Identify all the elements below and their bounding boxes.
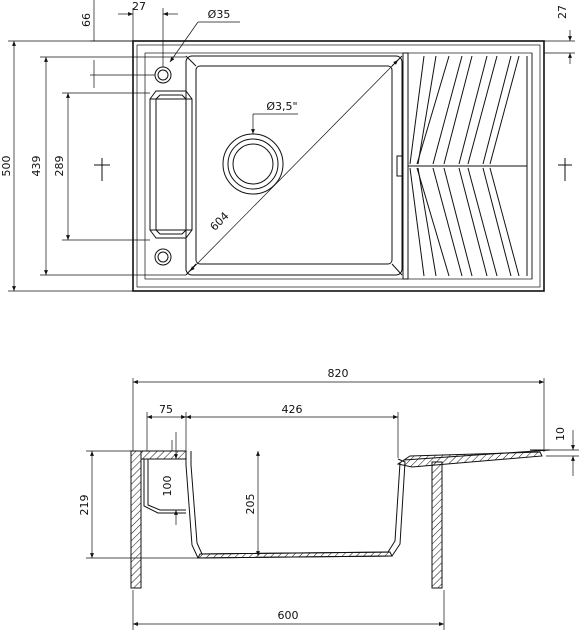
dim-75-label: 75 [159,403,173,416]
side-view: 820 75 426 10 219 100 205 600 [78,367,579,630]
top-view: 500 439 289 66 27 Ø35 [0,0,575,292]
drain-top [222,133,284,195]
dim-66-label: 66 [80,13,93,27]
dim-600-label: 600 [278,609,299,622]
dim-10-label: 10 [554,427,567,441]
dim-439-label: 439 [30,156,43,177]
dim-hole-label: Ø35 [208,8,231,21]
overflow-channel [141,458,186,511]
dim-604-label: 604 [208,210,232,234]
dim-drain-label: Ø3,5" [266,100,297,113]
dim-219-label: 219 [78,495,91,516]
bowl-section [185,451,406,559]
dim-100-label: 100 [161,476,174,497]
dim-500-label: 500 [0,156,13,177]
dim-27-top-label: 27 [132,0,146,13]
overflow-recess [149,90,193,239]
sink-outer-outline [132,40,545,292]
dim-820-label: 820 [328,367,349,380]
drainboard-section [396,451,543,468]
tap-holes [154,66,172,266]
cabinet-left-wall [130,450,142,589]
dim-426-label: 426 [282,403,303,416]
dim-27-right-label: 27 [556,5,569,19]
dim-205-label: 205 [244,494,257,515]
drainboard [396,52,533,280]
dim-289-label: 289 [53,156,66,177]
cabinet-right-wall [431,461,443,589]
